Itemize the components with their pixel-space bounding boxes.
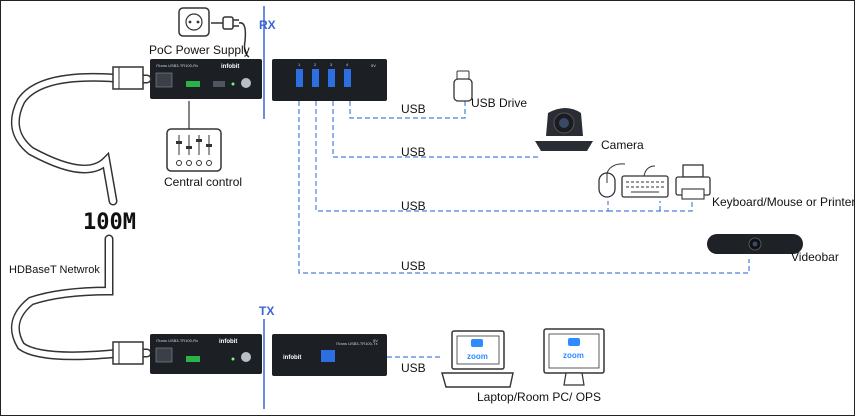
keyboard-icon bbox=[621, 165, 669, 198]
rx-port-number-2: 2 bbox=[314, 62, 317, 67]
usb-drive-label: USB Drive bbox=[471, 96, 527, 110]
usb-label-videobar: USB bbox=[401, 259, 426, 273]
tx-right-device-title: iTrans USB3-TR100-Tx bbox=[336, 341, 378, 346]
tx-left-device-brand: infobit bbox=[219, 339, 237, 345]
rx-label: RX bbox=[259, 18, 276, 32]
poc-power-supply-label: PoC Power Supply bbox=[149, 43, 250, 57]
rj45-connector-bottom-icon bbox=[112, 341, 144, 365]
usb-link-drive bbox=[349, 101, 466, 119]
videobar-icon bbox=[707, 234, 803, 254]
rx-extender-device: iTrans USB3-TR100-Rx infobit bbox=[150, 59, 262, 99]
usb-label-peripherals: USB bbox=[401, 199, 426, 213]
rj45-connector-top-icon bbox=[112, 66, 144, 90]
laptop-icon: zoom bbox=[441, 330, 514, 388]
usb-link-camera bbox=[332, 101, 541, 158]
central-control-panel-icon bbox=[166, 128, 222, 172]
usb-link-peripherals bbox=[315, 101, 609, 212]
rx-port-number-3: 3 bbox=[330, 62, 333, 67]
monitor-icon: zoom bbox=[543, 328, 605, 386]
laptop-zoom-text: zoom bbox=[467, 352, 488, 361]
rx-port-number-1: 1 bbox=[298, 62, 301, 67]
mouse-icon bbox=[598, 163, 626, 198]
monitor-zoom-text: zoom bbox=[563, 351, 584, 360]
hdbaset-network-label: HDBaseT Netwrok bbox=[9, 264, 100, 276]
usb-link-videobar bbox=[298, 101, 750, 274]
power-socket-icon bbox=[178, 7, 210, 37]
cable-length-label: 100M bbox=[83, 210, 136, 235]
rx-device-title: iTrans USB3-TR100-Rx bbox=[156, 63, 198, 68]
rx-port-number-4: 4 bbox=[346, 62, 349, 67]
usb-drive-icon bbox=[453, 70, 473, 102]
power-plug-icon bbox=[211, 16, 250, 58]
usb-label-drive: USB bbox=[401, 102, 426, 116]
printer-icon bbox=[675, 164, 711, 200]
usb-label-laptop: USB bbox=[401, 361, 426, 375]
rx-usb-hub-device: 1 2 3 4 5V bbox=[272, 59, 387, 101]
tx-left-device-title: iTrans USB3-TR100-Rx bbox=[156, 338, 198, 343]
tx-label: TX bbox=[259, 304, 274, 318]
tx-extender-device: iTrans USB3-TR100-Rx infobit bbox=[150, 334, 262, 374]
tx-usb-device: infobit iTrans USB3-TR100-Tx 5V bbox=[272, 334, 387, 376]
laptop-room-pc-label: Laptop/Room PC/ OPS bbox=[477, 390, 601, 404]
tx-right-device-brand: infobit bbox=[283, 355, 301, 361]
rx-device-brand: infobit bbox=[221, 64, 239, 70]
rx-hub-badge: 5V bbox=[371, 63, 376, 68]
camera-icon bbox=[535, 108, 593, 151]
hdbaset-cable-top bbox=[10, 72, 152, 206]
camera-label: Camera bbox=[601, 138, 644, 152]
central-control-label: Central control bbox=[164, 175, 242, 189]
tx-right-device-badge: 5V bbox=[373, 338, 378, 343]
videobar-label: Videobar bbox=[791, 250, 839, 264]
usb-label-camera: USB bbox=[401, 145, 426, 159]
keyboard-mouse-printer-label: Keyboard/Mouse or Printer bbox=[712, 195, 854, 209]
